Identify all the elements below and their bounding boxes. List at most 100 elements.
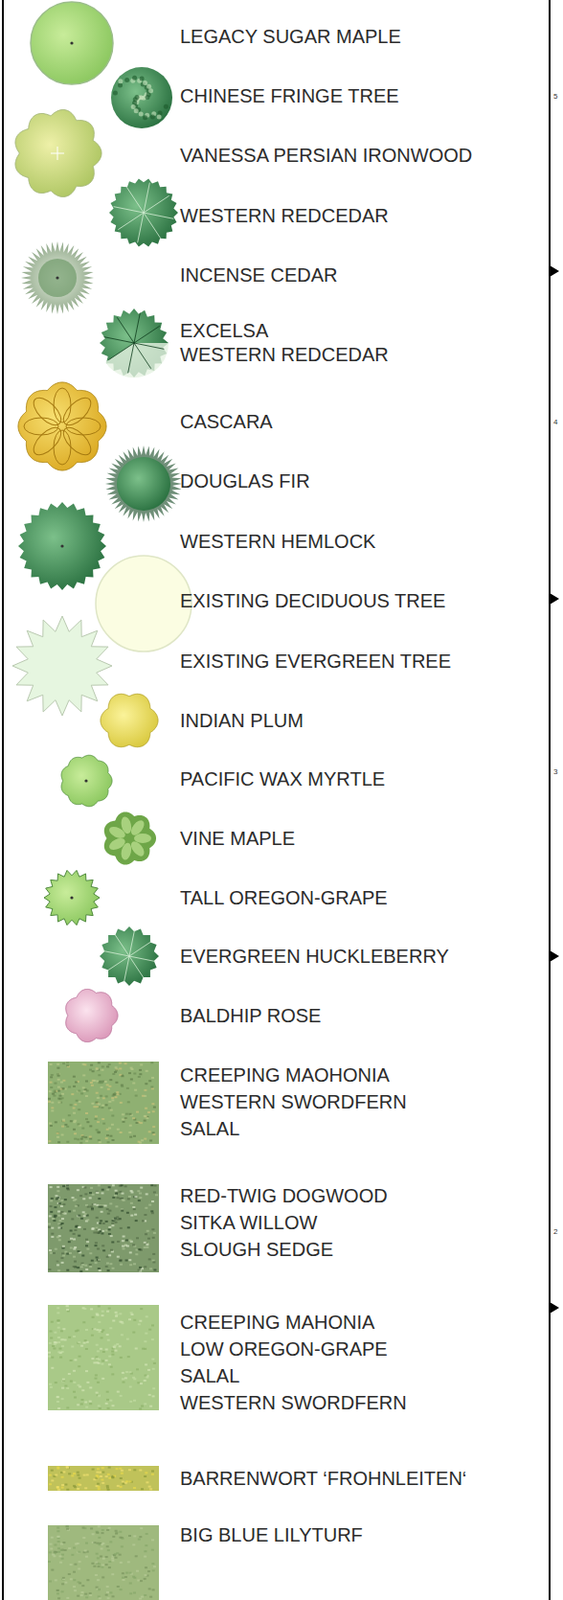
legend-text: CHINESE FRINGE TREE bbox=[180, 85, 400, 107]
planting-texture bbox=[114, 1314, 118, 1317]
planting-texture bbox=[116, 1195, 120, 1198]
planting-texture bbox=[126, 1244, 130, 1247]
planting-texture bbox=[126, 1211, 130, 1214]
planting-texture bbox=[89, 1068, 92, 1071]
planting-texture bbox=[97, 1595, 101, 1598]
planting-texture bbox=[138, 1195, 142, 1198]
planting-texture bbox=[137, 1537, 141, 1540]
plant-symbol bbox=[84, 778, 88, 782]
planting-texture bbox=[78, 1354, 82, 1357]
planting-texture bbox=[134, 1213, 137, 1216]
planting-texture bbox=[138, 1192, 142, 1194]
planting-texture bbox=[90, 1205, 93, 1208]
planting-texture bbox=[94, 1376, 98, 1379]
planting-texture bbox=[89, 1191, 92, 1194]
planting-texture bbox=[98, 1406, 102, 1409]
planting-texture bbox=[62, 1079, 66, 1081]
planting-texture bbox=[151, 1199, 155, 1202]
planting-texture bbox=[67, 1528, 70, 1531]
planting-texture bbox=[112, 1072, 115, 1075]
planting-texture bbox=[129, 1571, 133, 1574]
planting-texture bbox=[54, 1247, 58, 1250]
planting-texture bbox=[69, 1358, 73, 1361]
planting-texture bbox=[84, 1263, 88, 1266]
planting-texture bbox=[56, 1189, 60, 1192]
planting-texture bbox=[52, 1218, 56, 1221]
planting-texture bbox=[85, 1328, 89, 1330]
planting-texture bbox=[108, 1209, 112, 1212]
planting-texture bbox=[151, 1561, 155, 1564]
planting-texture bbox=[61, 1344, 65, 1347]
planting-texture bbox=[101, 1563, 105, 1566]
planting-texture bbox=[96, 1068, 100, 1071]
plant-symbol bbox=[157, 114, 162, 120]
planting-texture bbox=[72, 1584, 76, 1587]
legend-text: EXISTING EVERGREEN TREE bbox=[180, 650, 451, 672]
planting-texture bbox=[91, 1226, 95, 1229]
planting-texture bbox=[135, 1094, 138, 1097]
planting-texture bbox=[144, 1543, 148, 1546]
planting-texture bbox=[100, 1335, 104, 1338]
planting-texture bbox=[129, 1385, 133, 1388]
planting-texture bbox=[143, 1339, 147, 1342]
planting-texture bbox=[69, 1103, 73, 1105]
planting-texture bbox=[97, 1196, 101, 1199]
planting-texture bbox=[129, 1479, 133, 1482]
planting-texture bbox=[108, 1559, 112, 1562]
planting-texture bbox=[73, 1588, 77, 1591]
planting-texture bbox=[153, 1564, 157, 1567]
planting-texture bbox=[116, 1092, 120, 1095]
planting-texture bbox=[112, 1183, 115, 1186]
planting-texture bbox=[119, 1258, 123, 1261]
planting-texture bbox=[114, 1095, 118, 1098]
planting-texture bbox=[96, 1191, 100, 1194]
planting-texture bbox=[101, 1191, 105, 1194]
planting-texture bbox=[92, 1327, 96, 1329]
planting-texture bbox=[73, 1137, 77, 1140]
planting-texture bbox=[151, 1211, 155, 1214]
plant-symbol bbox=[163, 104, 169, 110]
planting-texture bbox=[108, 1526, 112, 1529]
plant-symbol bbox=[99, 308, 169, 378]
planting-texture bbox=[124, 1117, 128, 1120]
planting-texture bbox=[94, 1243, 98, 1246]
planting-texture bbox=[115, 1342, 119, 1345]
planting-texture bbox=[154, 1184, 158, 1187]
planting-texture bbox=[109, 1201, 113, 1204]
planting-texture bbox=[97, 1403, 101, 1406]
plant-symbol bbox=[28, 422, 66, 459]
planting-texture bbox=[119, 1226, 123, 1229]
planting-texture bbox=[90, 1206, 94, 1209]
plant-symbol bbox=[146, 84, 152, 90]
planting-texture bbox=[121, 1536, 125, 1539]
planting-texture bbox=[140, 1595, 144, 1598]
planting-texture bbox=[70, 1216, 74, 1219]
planting-texture bbox=[97, 1266, 101, 1269]
planting-texture bbox=[143, 1474, 147, 1477]
planting-texture bbox=[95, 1216, 99, 1218]
planting-texture bbox=[74, 1328, 78, 1331]
plant-symbol bbox=[53, 429, 71, 465]
planting-texture bbox=[114, 1555, 118, 1558]
planting-texture bbox=[132, 1205, 136, 1208]
planting-texture bbox=[99, 1347, 103, 1350]
planting-texture bbox=[148, 1257, 152, 1260]
planting-texture bbox=[86, 1217, 90, 1220]
planting-texture bbox=[62, 1061, 66, 1064]
plant-symbol bbox=[69, 41, 73, 45]
planting-texture bbox=[57, 1221, 61, 1224]
planting-texture bbox=[119, 1587, 123, 1590]
planting-texture bbox=[84, 1338, 88, 1341]
planting-texture bbox=[86, 1380, 90, 1383]
planting-texture bbox=[114, 1531, 118, 1534]
planting-texture bbox=[48, 1473, 52, 1476]
planting-texture bbox=[107, 1406, 111, 1409]
planting-texture bbox=[120, 1183, 124, 1186]
planting-texture bbox=[86, 1472, 90, 1475]
planting-texture bbox=[111, 1350, 114, 1352]
planting-texture bbox=[47, 1559, 51, 1562]
planting-swatch bbox=[47, 1524, 159, 1599]
legend-text: INDIAN PLUM bbox=[180, 709, 304, 731]
planting-texture bbox=[151, 1323, 155, 1326]
planting-texture bbox=[118, 1066, 122, 1069]
